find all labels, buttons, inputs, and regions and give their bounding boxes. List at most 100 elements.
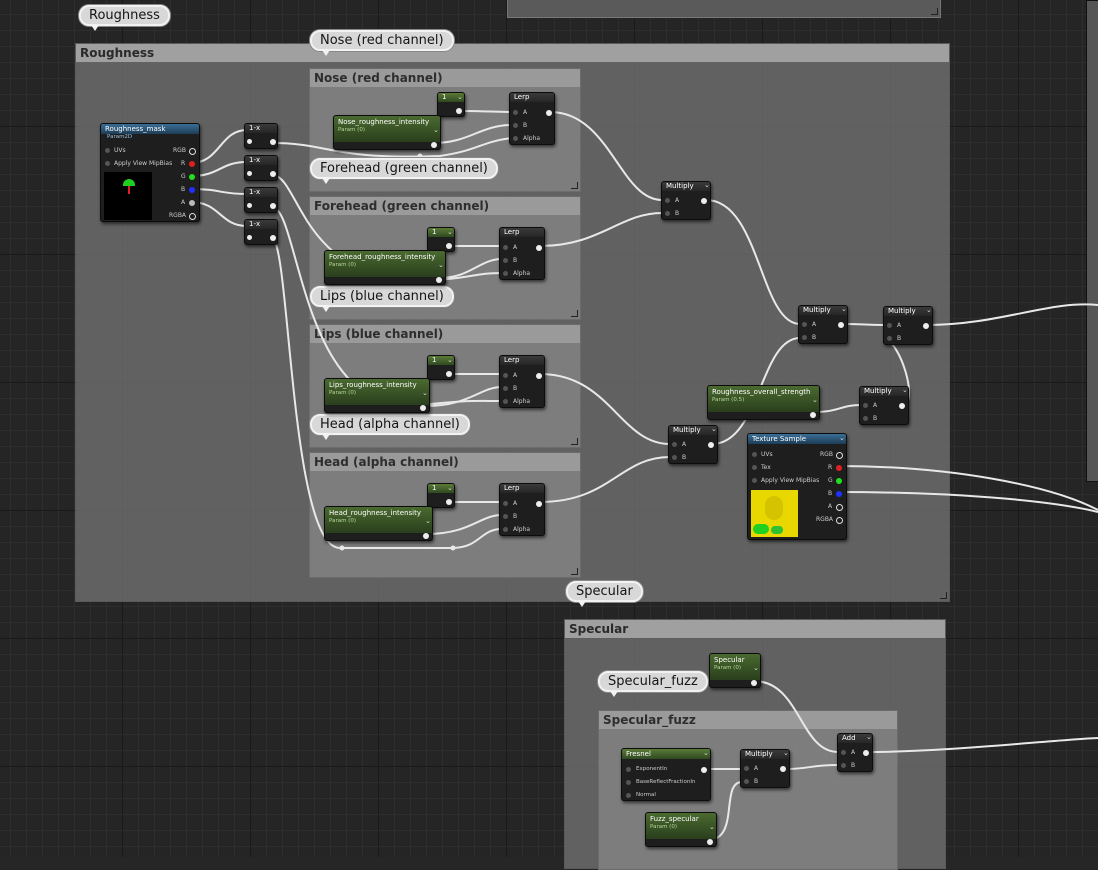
constant-one-node-nose[interactable]: 1⌄	[437, 92, 465, 117]
resize-handle[interactable]	[571, 568, 578, 575]
output-pin[interactable]	[536, 245, 542, 251]
specular-comment-header[interactable]: Specular	[565, 620, 945, 638]
output-pin[interactable]	[420, 405, 426, 411]
specular-bubble[interactable]: Specular	[566, 581, 643, 607]
output-pin[interactable]	[899, 403, 905, 409]
output-pin[interactable]	[270, 139, 276, 145]
roughness-mask-node[interactable]: Roughness_mask Param2D UVs Apply View Mi…	[100, 123, 200, 222]
texture-sample-node[interactable]: Texture Sample ⌄ UVs Tex Apply View MipB…	[747, 433, 847, 540]
a-input-pin[interactable]	[503, 245, 508, 250]
chevron-down-icon[interactable]: ⌄	[457, 93, 463, 101]
offscreen-comment-box[interactable]	[507, 0, 941, 18]
output-pin[interactable]	[923, 323, 929, 329]
one-minus-node-a[interactable]: 1-x	[244, 219, 278, 245]
multiply-node-lips-head[interactable]: Multiply⌄ A B	[668, 425, 718, 464]
lerp-node-head[interactable]: Lerp A B Alpha	[499, 483, 545, 536]
chevron-down-icon[interactable]: ⌄	[425, 517, 431, 525]
output-pin[interactable]	[751, 680, 757, 686]
output-pin[interactable]	[838, 322, 844, 328]
b-input-pin[interactable]	[863, 416, 868, 421]
output-pin[interactable]	[863, 750, 869, 756]
output-pin[interactable]	[423, 533, 429, 539]
a-input-pin[interactable]	[841, 750, 846, 755]
a-input-pin[interactable]	[503, 501, 508, 506]
chevron-down-icon[interactable]: ⌄	[783, 749, 789, 757]
resize-handle[interactable]	[571, 438, 578, 445]
r-output-pin[interactable]	[836, 465, 842, 471]
head-comment-header[interactable]: Head (alpha channel)	[310, 453, 580, 471]
a-output-pin[interactable]	[836, 504, 843, 511]
nose-comment-header[interactable]: Nose (red channel)	[310, 69, 580, 87]
tex-input-pin[interactable]	[752, 465, 757, 470]
a-input-pin[interactable]	[665, 198, 670, 203]
chevron-down-icon[interactable]: ⌄	[447, 484, 453, 492]
b-input-pin[interactable]	[802, 335, 807, 340]
b-output-pin[interactable]	[836, 491, 842, 497]
forehead-bubble[interactable]: Forehead (green channel)	[310, 158, 498, 184]
multiply-node-fuzz[interactable]: Multiply⌄ A B	[740, 749, 790, 788]
one-minus-node-r[interactable]: 1-x	[244, 123, 278, 149]
r-output-pin[interactable]	[189, 161, 195, 167]
output-pin[interactable]	[536, 501, 542, 507]
lerp-node-forehead[interactable]: Lerp A B Alpha	[499, 227, 545, 280]
a-input-pin[interactable]	[503, 373, 508, 378]
nose-bubble[interactable]: Nose (red channel)	[310, 30, 454, 56]
alpha-input-pin[interactable]	[503, 271, 508, 276]
mipbias-input-pin[interactable]	[105, 161, 110, 166]
base-reflect-input-pin[interactable]	[626, 780, 631, 785]
chevron-down-icon[interactable]: ⌄	[447, 228, 453, 236]
chevron-down-icon[interactable]: ⌄	[812, 396, 818, 404]
a-output-pin[interactable]	[189, 200, 195, 206]
lerp-node-nose[interactable]: Lerp A B Alpha	[509, 92, 555, 145]
alpha-input-pin[interactable]	[503, 399, 508, 404]
b-input-pin[interactable]	[513, 123, 518, 128]
uvs-input-pin[interactable]	[752, 452, 757, 457]
b-input-pin[interactable]	[672, 455, 677, 460]
a-input-pin[interactable]	[802, 322, 807, 327]
input-pin[interactable]	[247, 203, 252, 208]
chevron-down-icon[interactable]: ⌄	[711, 425, 717, 433]
output-pin[interactable]	[536, 373, 542, 379]
output-pin[interactable]	[456, 108, 462, 114]
output-pin[interactable]	[701, 767, 707, 773]
specular-fuzz-comment-header[interactable]: Specular_fuzz	[599, 711, 897, 729]
output-pin[interactable]	[431, 142, 437, 148]
roughness-bubble[interactable]: Roughness	[79, 5, 170, 31]
output-pin[interactable]	[270, 171, 276, 177]
chevron-down-icon[interactable]: ⌄	[709, 823, 715, 831]
b-input-pin[interactable]	[887, 336, 892, 341]
mipbias-input-pin[interactable]	[752, 478, 757, 483]
chevron-down-icon[interactable]: ⌄	[433, 126, 439, 134]
chevron-down-icon[interactable]: ⌄	[839, 434, 845, 442]
alpha-input-pin[interactable]	[513, 136, 518, 141]
rgb-output-pin[interactable]	[189, 148, 196, 155]
resize-handle[interactable]	[940, 592, 947, 599]
output-pin[interactable]	[701, 198, 707, 204]
lips-comment-header[interactable]: Lips (blue channel)	[310, 325, 580, 343]
chevron-down-icon[interactable]: ⌄	[926, 306, 932, 314]
lips-bubble[interactable]: Lips (blue channel)	[310, 286, 454, 312]
chevron-down-icon[interactable]: ⌄	[447, 356, 453, 364]
a-input-pin[interactable]	[672, 442, 677, 447]
output-pin[interactable]	[780, 766, 786, 772]
chevron-down-icon[interactable]: ⌄	[704, 181, 710, 189]
roughness-comment-header[interactable]: Roughness	[76, 44, 949, 62]
constant-one-node-head[interactable]: 1⌄	[427, 483, 455, 508]
chevron-down-icon[interactable]: ⌄	[753, 664, 759, 672]
b-input-pin[interactable]	[841, 763, 846, 768]
exponent-input-pin[interactable]	[626, 767, 631, 772]
input-pin[interactable]	[247, 139, 252, 144]
g-output-pin[interactable]	[189, 174, 195, 180]
constant-one-node-forehead[interactable]: 1⌄	[427, 227, 455, 252]
output-pin[interactable]	[810, 412, 816, 418]
a-input-pin[interactable]	[863, 403, 868, 408]
chevron-down-icon[interactable]: ⌄	[866, 733, 872, 741]
alpha-input-pin[interactable]	[503, 527, 508, 532]
add-node[interactable]: Add⌄ A B	[837, 733, 873, 772]
g-output-pin[interactable]	[836, 478, 842, 484]
